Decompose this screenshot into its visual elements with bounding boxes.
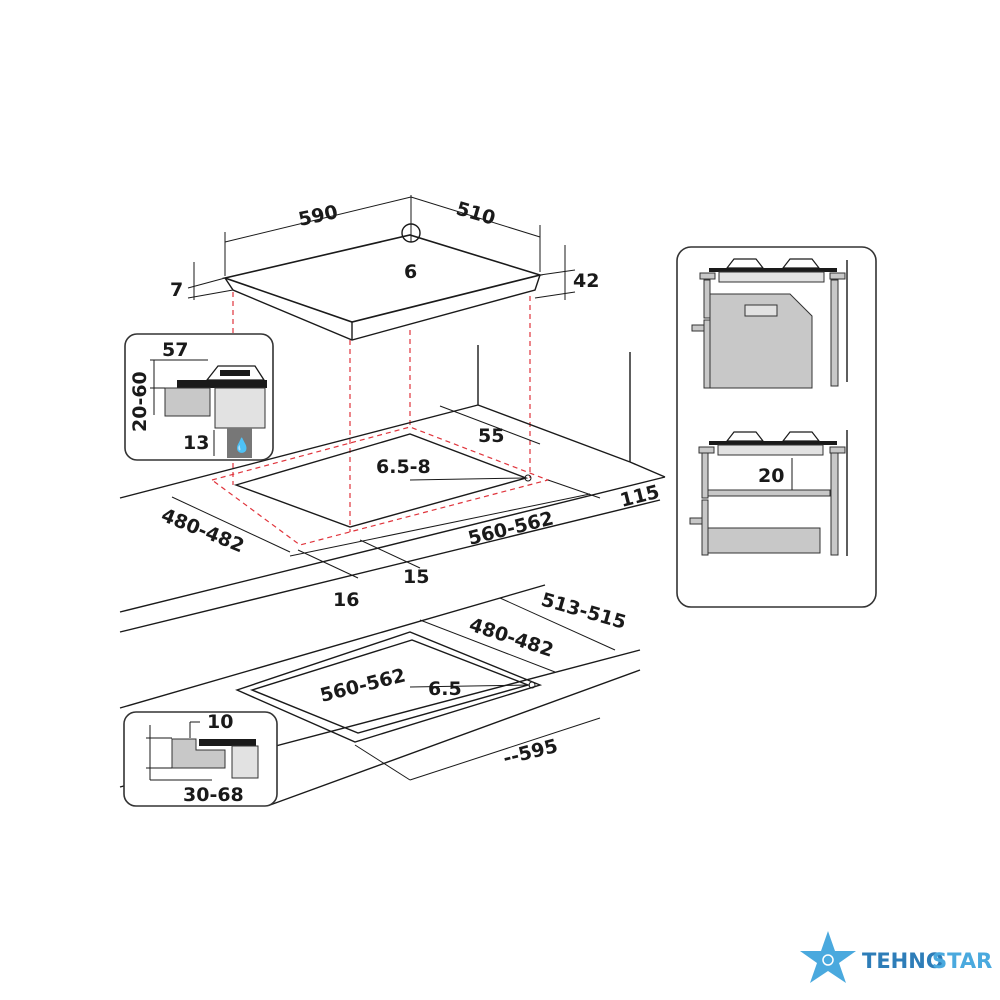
logo-text-part1: TEHNO bbox=[862, 949, 944, 973]
dim-gap: 13 bbox=[183, 432, 209, 454]
dim-outer-width: --595 bbox=[501, 735, 560, 770]
dim-corner-radius: 6.5-8 bbox=[376, 456, 431, 478]
dim-outer-depth: 513-515 bbox=[539, 589, 629, 634]
dim-gas-inlet: 6 bbox=[404, 261, 417, 283]
dim-height: 42 bbox=[573, 270, 599, 292]
logo-text-part2: STAR bbox=[932, 949, 992, 973]
dim-flush-depth: 480-482 bbox=[466, 614, 556, 662]
dim-step: 10 bbox=[207, 711, 233, 733]
flame-icon: 💧 bbox=[233, 437, 250, 454]
dim-wall: 115 bbox=[618, 481, 662, 512]
inset-oven-view bbox=[676, 246, 877, 608]
dim-rear: 55 bbox=[478, 425, 504, 447]
dim-cutout-depth: 480-482 bbox=[158, 504, 247, 557]
dim-front-min: 15 bbox=[403, 566, 429, 588]
dim-top-thickness: 20-60 bbox=[129, 371, 151, 432]
dim-front: 16 bbox=[333, 589, 359, 611]
countertop-upper bbox=[119, 345, 666, 633]
tehnostar-logo: TEHNO STAR bbox=[800, 931, 992, 983]
dim-clearance: 57 bbox=[162, 339, 188, 361]
dim-depth: 510 bbox=[454, 198, 498, 230]
dim-oven-gap: 20 bbox=[758, 465, 784, 487]
hob-drawing bbox=[187, 195, 576, 341]
dim-cutout-width: 560-562 bbox=[466, 507, 556, 549]
projection-lines bbox=[232, 292, 531, 532]
dim-width: 590 bbox=[296, 201, 339, 231]
dim-flush-radius: 6.5 bbox=[428, 678, 462, 700]
inset-side-view: 💧 bbox=[124, 333, 274, 461]
dim-flush-thickness: 30-68 bbox=[183, 784, 244, 806]
dim-flush-width: 560-562 bbox=[318, 664, 408, 706]
inset-flush-view bbox=[123, 711, 278, 807]
dim-glass: 7 bbox=[170, 279, 183, 301]
